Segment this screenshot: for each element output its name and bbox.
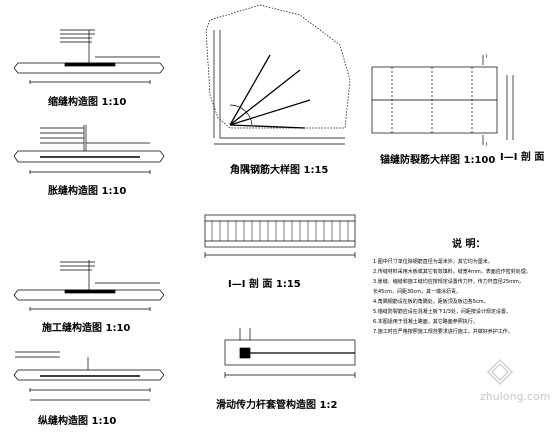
note-line: 7.施工时应严格按照施工规范要求进行施工，并做好养护工作。 [373, 328, 513, 335]
section-i-small-drawing [506, 75, 514, 140]
watermark-text: zhulong.com [480, 390, 550, 403]
longitudinal-joint-caption: 纵缝构造图 1:10 [38, 414, 116, 427]
note-line: 6.本图适用于混凝土路面，其它路面参照执行。 [373, 318, 478, 325]
section-mark-bottom: I [486, 142, 487, 148]
note-line: 4.角隅钢筋设在板的角隅处，距板顶及板边各5cm。 [373, 298, 489, 305]
construction-joint-caption: 施工缝构造图 1:10 [42, 321, 130, 334]
crack-prevention-drawing [371, 55, 498, 145]
section-1-1-drawing [204, 214, 356, 258]
seam-detail-caption: 缩缝构造图 1:10 [48, 95, 126, 108]
section-mark-top: I [486, 54, 487, 60]
seam-detail-drawing [13, 29, 165, 84]
watermark-logo [487, 359, 513, 385]
note-line: 长45cm，间距30cm，其一端涂沥青。 [373, 288, 461, 295]
corner-rebar-drawing [205, 4, 351, 145]
dowel-sleeve-caption: 滑动传力杆套管构造图 1:2 [216, 398, 337, 411]
construction-joint-drawing [13, 260, 165, 311]
note-line: 5.锚缝防裂筋应设在混凝土板下1/3处，间距按设计规定设置。 [373, 308, 511, 315]
section-1-1-caption: I—I 剖 面 1:15 [228, 277, 301, 290]
notes-title: 说 明： [452, 237, 485, 250]
longitudinal-joint-drawing [13, 351, 165, 401]
note-line: 2.传缝材料采用木板或其它有效填料。缝宽4mm，表面应作密封处理。 [373, 268, 531, 275]
section-i-label: I—I 剖 面 [500, 150, 544, 163]
notes-body: 1.图中尺寸单位除钢筋直径为毫米外，其它均为厘米。 2.传缝材料采用木板或其它有… [373, 258, 531, 335]
note-line: 3.胀缝、缩缝和施工缝均应按规定设置传力杆，传力杆直径25mm， [373, 278, 524, 285]
crack-prevention-caption: 锚缝防裂筋大样图 1:100 [380, 153, 495, 166]
tie-bar-seam-drawing [13, 125, 165, 174]
dowel-sleeve-drawing [224, 328, 356, 378]
note-line: 1.图中尺寸单位除钢筋直径为毫米外，其它均为厘米。 [373, 258, 493, 265]
tie-bar-seam-caption: 胀缝构造图 1:10 [48, 184, 126, 197]
corner-rebar-caption: 角隅钢筋大样图 1:15 [230, 163, 328, 176]
